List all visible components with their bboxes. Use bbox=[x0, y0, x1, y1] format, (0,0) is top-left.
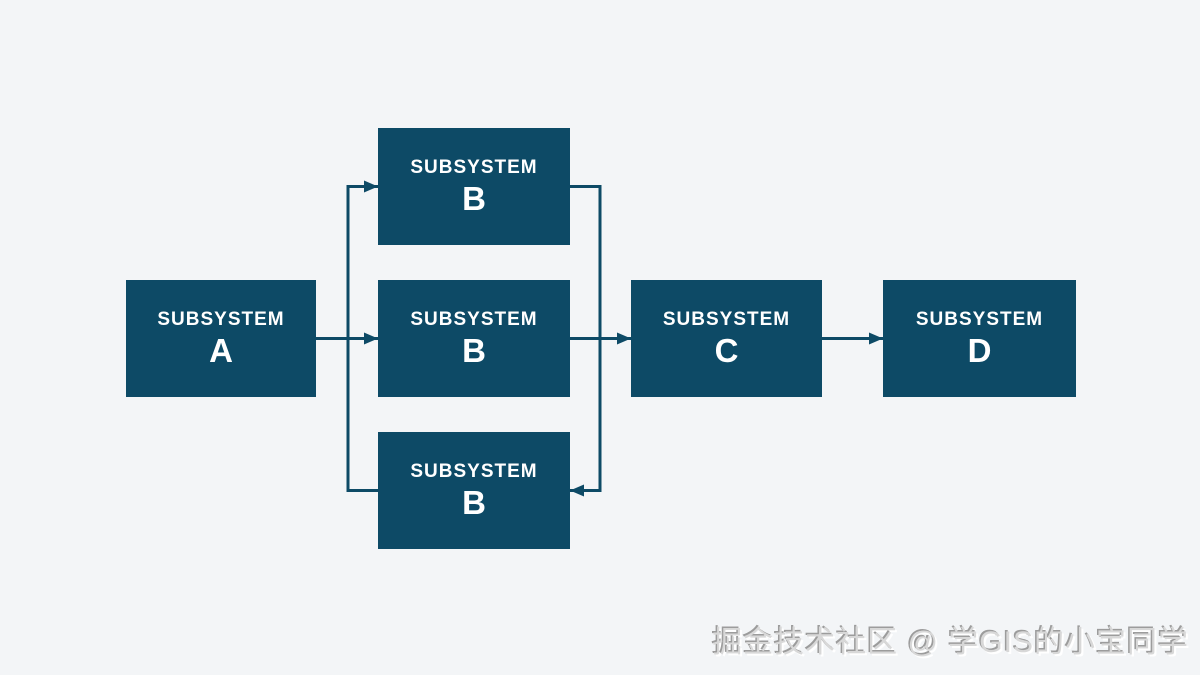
node-title: SUBSYSTEM bbox=[410, 461, 538, 482]
node-subsystem-b-bottom: SUBSYSTEM B bbox=[378, 432, 570, 549]
connector-left-loop-bbottom-to-btop bbox=[346, 180, 378, 492]
node-letter: A bbox=[209, 332, 233, 369]
node-subsystem-b-top: SUBSYSTEM B bbox=[378, 128, 570, 245]
node-title: SUBSYSTEM bbox=[157, 309, 285, 330]
node-letter: C bbox=[714, 332, 739, 369]
node-letter: D bbox=[967, 332, 992, 369]
node-title: SUBSYSTEM bbox=[410, 309, 538, 330]
node-letter: B bbox=[462, 332, 486, 369]
watermark-text: 掘金技术社区 @ 学GIS的小宝同学 bbox=[712, 626, 1189, 659]
node-title: SUBSYSTEM bbox=[662, 309, 791, 330]
node-letter: B bbox=[462, 484, 486, 521]
node-subsystem-b-middle: SUBSYSTEM B bbox=[378, 280, 570, 397]
node-subsystem-d: SUBSYSTEM D bbox=[883, 280, 1076, 397]
node-subsystem-a: SUBSYSTEM A bbox=[126, 280, 316, 397]
node-subsystem-c: SUBSYSTEM C bbox=[631, 280, 822, 397]
node-title: SUBSYSTEM bbox=[410, 157, 538, 178]
node-letter: B bbox=[462, 180, 486, 217]
node-title: SUBSYSTEM bbox=[915, 309, 1044, 330]
connector-right-loop-btop-to-bbottom bbox=[570, 185, 602, 497]
